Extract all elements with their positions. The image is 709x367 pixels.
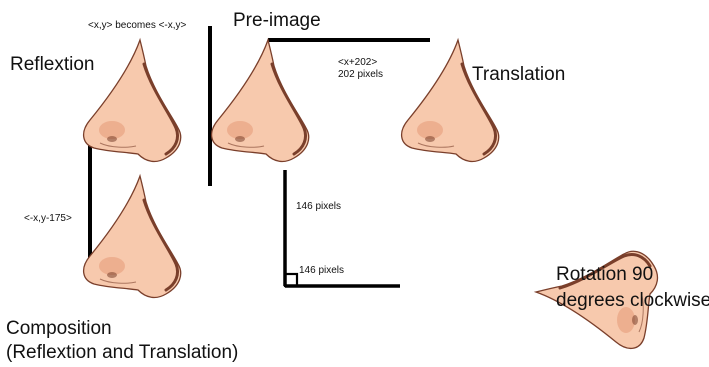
composition-rule-label: <-x,y-175>: [24, 213, 72, 225]
pre-image-title: Pre-image: [233, 10, 321, 32]
reflexion-rule-label: <x,y> becomes <-x,y>: [88, 20, 186, 32]
horizontal-pixels-label: 146 pixels: [299, 265, 344, 277]
translation-title: Translation: [472, 64, 565, 86]
rotation-title-line1: Rotation 90: [556, 264, 653, 286]
translation-pixels-label: 202 pixels: [338, 69, 383, 81]
pre-image-nose-icon: [212, 40, 309, 161]
reflexion-nose-icon: [84, 40, 181, 161]
reflexion-title: Reflextion: [10, 54, 95, 76]
translation-rule-label: <x+202>: [338, 57, 377, 69]
rotation-title-line2: degrees clockwise: [556, 290, 709, 312]
vertical-pixels-label: 146 pixels: [296, 201, 341, 213]
translation-nose-icon: [402, 40, 499, 161]
right-angle-marker: [285, 274, 297, 286]
composition-title-line1: Composition: [6, 318, 112, 340]
composition-title-line2: (Reflextion and Translation): [6, 342, 238, 364]
composition-nose-icon: [84, 176, 181, 297]
